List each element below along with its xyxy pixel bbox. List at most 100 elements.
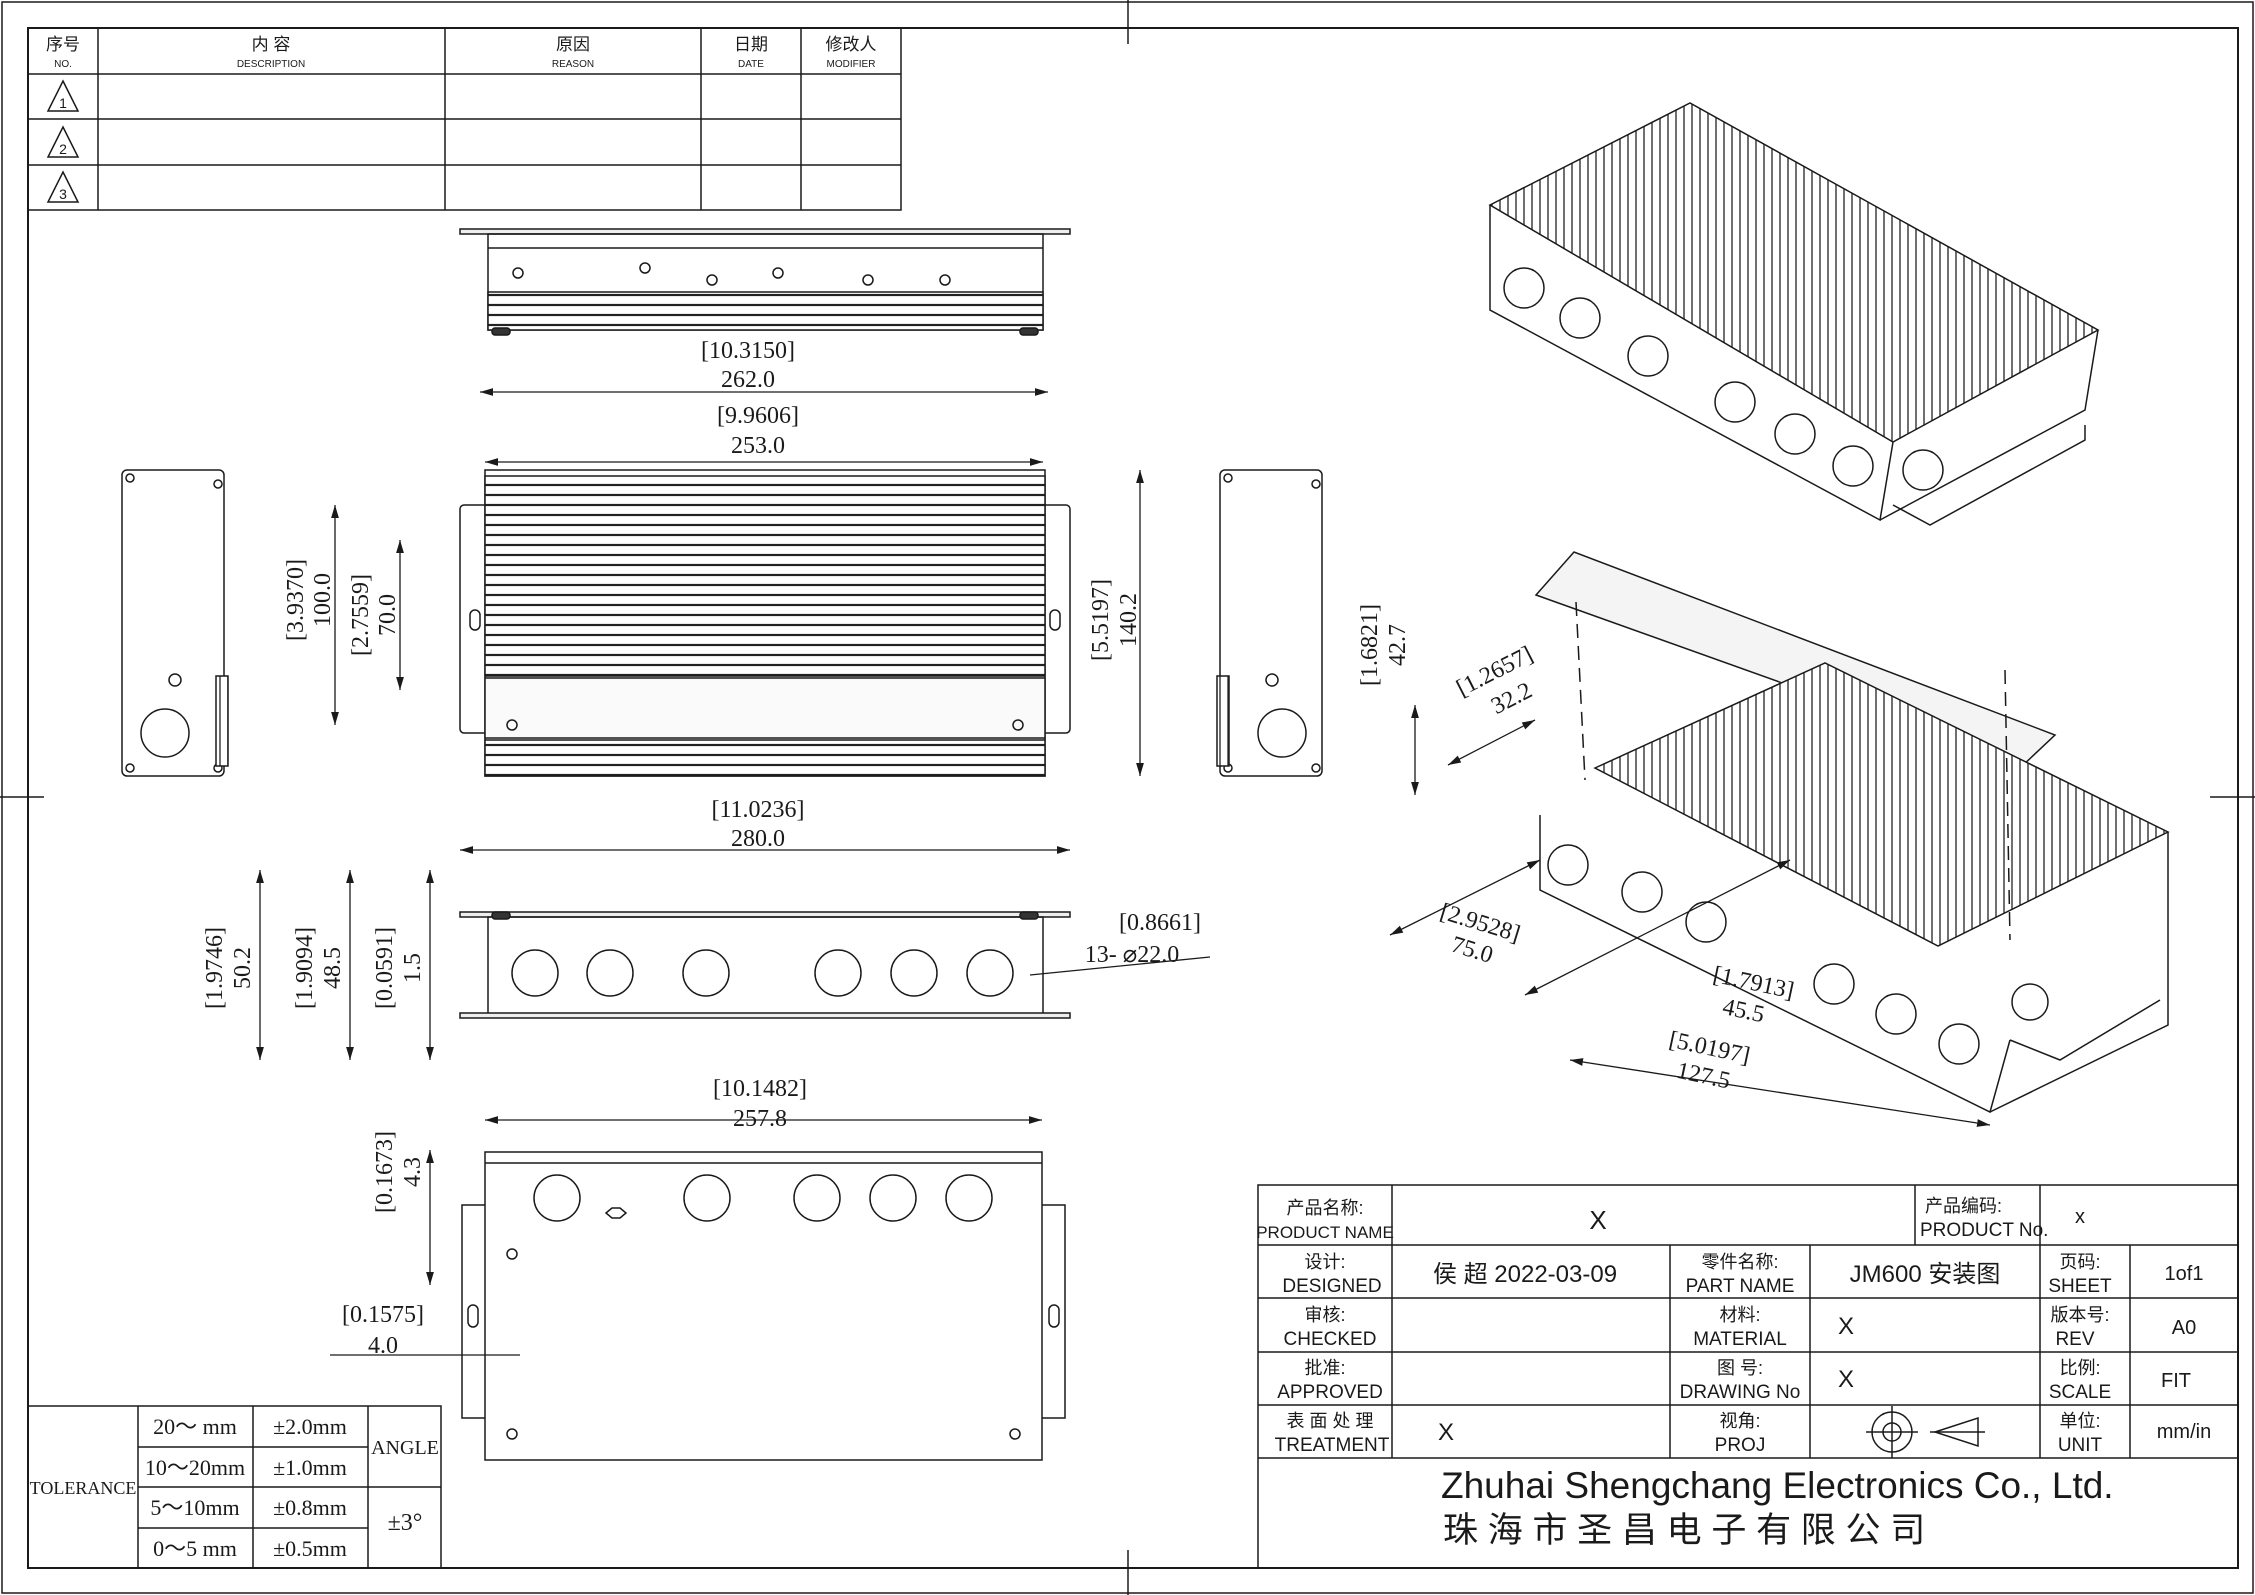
- svg-text:1: 1: [59, 95, 67, 111]
- dim-flange-thk-in: [0.0591]: [372, 927, 398, 1009]
- projection-symbol-icon: [1866, 1406, 1985, 1458]
- isometric-assembled-view: [1488, 102, 2100, 526]
- scale-cn: 比例:: [2059, 1358, 2100, 1378]
- tol-range-2: 10～20mm: [145, 1455, 245, 1480]
- treatment-cn: 表 面 处 理: [1286, 1411, 1373, 1431]
- dim-slot-w-in: [0.1575]: [342, 1302, 424, 1328]
- product-no-value: x: [2075, 1206, 2085, 1228]
- top-elevation-view: [459, 228, 1071, 336]
- rev-en: REV: [2055, 1329, 2094, 1350]
- rev-cn: 版本号:: [2050, 1305, 2109, 1325]
- tol-value-1: ±2.0mm: [273, 1414, 347, 1439]
- dim-iso-height-in: [1.6821]: [1357, 604, 1383, 686]
- dim-bottom-width-mm: 257.8: [733, 1106, 787, 1132]
- product-name-en: PRODUCT NAME: [1256, 1223, 1394, 1242]
- unit-en: UNIT: [2058, 1435, 2103, 1456]
- tolerance-label: TOLERANCE: [30, 1478, 137, 1498]
- tol-range-3: 5～10mm: [150, 1495, 239, 1520]
- dim-hole-dia-mm: 13- ⌀22.0: [1085, 942, 1179, 968]
- dim-depth-in: [5.5197]: [1088, 579, 1114, 661]
- drawing-no-value: X: [1838, 1366, 1854, 1393]
- sheet-cn: 页码:: [2059, 1252, 2100, 1272]
- rev-triangle-1: 1: [46, 79, 80, 112]
- approved-cn: 批准:: [1304, 1358, 1345, 1378]
- product-no-en: PRODUCT No.: [1920, 1220, 2048, 1241]
- material-cn: 材料:: [1719, 1305, 1760, 1325]
- rev-header-no-en: NO.: [54, 59, 72, 70]
- rev-header-date-en: DATE: [738, 59, 764, 70]
- part-name-value: JM600 安装图: [1850, 1261, 2001, 1288]
- dim-slot-span-in: [3.9370]: [283, 559, 309, 641]
- angle-label: ANGLE: [371, 1437, 439, 1459]
- dim-inner-width-mm: 253.0: [731, 433, 785, 459]
- rev-header-modifier-cn: 修改人: [826, 35, 877, 54]
- part-name-cn: 零件名称:: [1701, 1252, 1778, 1272]
- revision-table: 序号 NO. 内 容 DESCRIPTION 原因 REASON 日期 DATE…: [27, 27, 902, 211]
- product-name-value: X: [1589, 1205, 1606, 1235]
- company-name-cn: 珠 海 市 圣 昌 电 子 有 限 公 司: [1443, 1511, 1925, 1550]
- product-no-cn: 产品编码:: [1925, 1196, 2002, 1216]
- scale-en: SCALE: [2049, 1382, 2111, 1403]
- dim-top-width-mm: 262.0: [721, 367, 775, 393]
- company-name-en: Zhuhai Shengchang Electronics Co., Ltd.: [1441, 1465, 2114, 1506]
- dim-overall-height-in: [1.9746]: [202, 927, 228, 1009]
- dim-bottom-width-in: [10.1482]: [713, 1076, 807, 1102]
- svg-text:2: 2: [59, 141, 67, 157]
- rev-header-no-cn: 序号: [46, 35, 80, 54]
- product-name-cn: 产品名称:: [1286, 1198, 1363, 1218]
- rev-header-reason-cn: 原因: [556, 35, 590, 54]
- unit-cn: 单位:: [2059, 1411, 2100, 1431]
- dim-slot-pitch-mm: 70.0: [375, 594, 401, 636]
- dim-slot-pitch-in: [2.7559]: [348, 574, 374, 656]
- proj-en: PROJ: [1715, 1435, 1766, 1456]
- bottom-view: [461, 1151, 1066, 1461]
- tol-value-3: ±0.8mm: [273, 1495, 347, 1520]
- rev-header-reason-en: REASON: [552, 59, 594, 70]
- approved-en: APPROVED: [1277, 1382, 1383, 1403]
- treatment-en: TREATMENT: [1275, 1435, 1390, 1456]
- scale-value: FIT: [2161, 1370, 2191, 1392]
- rev-triangle-3: 3: [46, 170, 80, 203]
- tol-value-2: ±1.0mm: [273, 1455, 347, 1480]
- tol-value-4: ±0.5mm: [273, 1536, 347, 1561]
- rev-header-desc-en: DESCRIPTION: [237, 59, 305, 70]
- dim-overall-width-in: [11.0236]: [711, 797, 804, 823]
- dim-flange-thk-mm: 1.5: [400, 953, 426, 983]
- front-view-with-holes: [459, 911, 1071, 1019]
- checked-en: CHECKED: [1284, 1329, 1377, 1350]
- rev-value: A0: [2172, 1317, 2196, 1339]
- rev-triangle-2: 2: [46, 125, 80, 158]
- dim-body-height-in: [1.9094]: [292, 927, 318, 1009]
- dim-overall-height-mm: 50.2: [230, 947, 256, 989]
- svg-text:3: 3: [59, 186, 67, 202]
- tol-range-1: 20～ mm: [153, 1414, 237, 1439]
- dim-body-height-mm: 48.5: [320, 947, 346, 989]
- sheet-en: SHEET: [2048, 1276, 2112, 1297]
- dim-slot-w-mm: 4.0: [368, 1333, 398, 1359]
- designed-cn: 设计:: [1304, 1252, 1345, 1272]
- isometric-exploded-view: [1534, 551, 2170, 1114]
- rev-header-desc-cn: 内 容: [252, 35, 291, 54]
- plan-view: [459, 469, 1071, 777]
- dim-slot-span-mm: 100.0: [310, 573, 336, 627]
- dim-hole-offset-in: [0.1673]: [372, 1131, 398, 1213]
- dimension-lines: [256, 388, 1991, 1356]
- dim-depth-mm: 140.2: [1116, 593, 1142, 647]
- dim-iso-height-mm: 42.7: [1385, 624, 1411, 666]
- material-value: X: [1838, 1313, 1854, 1340]
- angle-value: ±3°: [388, 1510, 423, 1536]
- right-side-view: [1216, 469, 1323, 777]
- tolerance-table: TOLERANCE 20～ mm ±2.0mm 10～20mm ±1.0mm 5…: [27, 1405, 442, 1569]
- dim-iso-b-in: [1.7913]: [1711, 962, 1797, 1004]
- checked-cn: 审核:: [1304, 1305, 1345, 1325]
- designed-value: 侯 超 2022-03-09: [1433, 1261, 1617, 1288]
- dim-top-width-in: [10.3150]: [701, 338, 795, 364]
- part-name-en: PART NAME: [1686, 1276, 1795, 1297]
- rev-header-date-cn: 日期: [734, 35, 768, 54]
- material-en: MATERIAL: [1693, 1329, 1787, 1350]
- dim-overall-width-mm: 280.0: [731, 826, 785, 852]
- rev-header-modifier-en: MODIFIER: [827, 59, 876, 70]
- unit-value: mm/in: [2157, 1421, 2211, 1443]
